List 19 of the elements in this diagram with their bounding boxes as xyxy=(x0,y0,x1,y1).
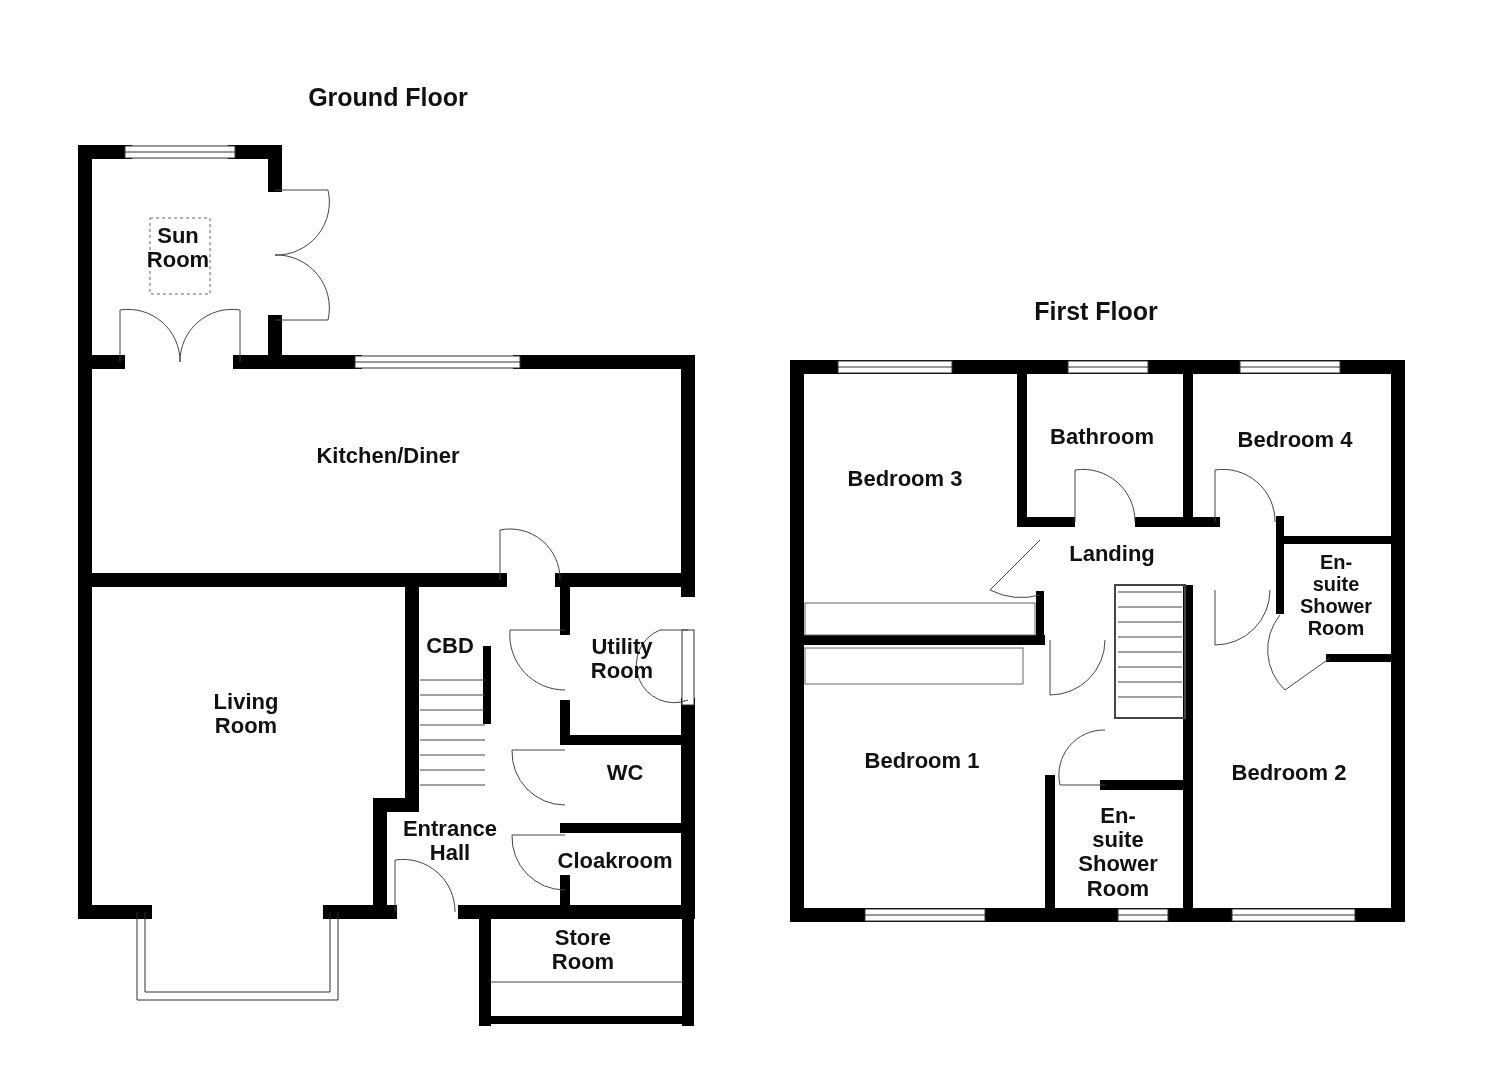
room-label: Cloakroom xyxy=(557,848,673,874)
room-label: Bedroom 4 xyxy=(1237,427,1353,453)
room-label: Utility Room xyxy=(590,634,654,684)
room-label: Living Room xyxy=(213,689,279,739)
room-label: Bedroom 3 xyxy=(847,466,963,492)
floor-heading: First Floor xyxy=(1034,298,1158,326)
room-label: Store Room xyxy=(551,925,615,975)
room-label: CBD xyxy=(426,633,474,659)
room-label: En-suite Shower Room xyxy=(1299,551,1373,639)
room-label: En-suite Shower Room xyxy=(1078,803,1158,901)
room-label: WC xyxy=(606,760,644,786)
room-label: Bedroom 2 xyxy=(1231,760,1347,786)
floor-heading: Ground Floor xyxy=(308,84,468,112)
room-label: Landing xyxy=(1069,541,1155,567)
room-label: Bedroom 1 xyxy=(864,748,980,774)
room-label: Entrance Hall xyxy=(402,816,498,866)
room-label: Bathroom xyxy=(1050,424,1154,450)
room-label: Kitchen/Diner xyxy=(316,443,460,469)
room-label: Sun Room xyxy=(146,223,210,273)
